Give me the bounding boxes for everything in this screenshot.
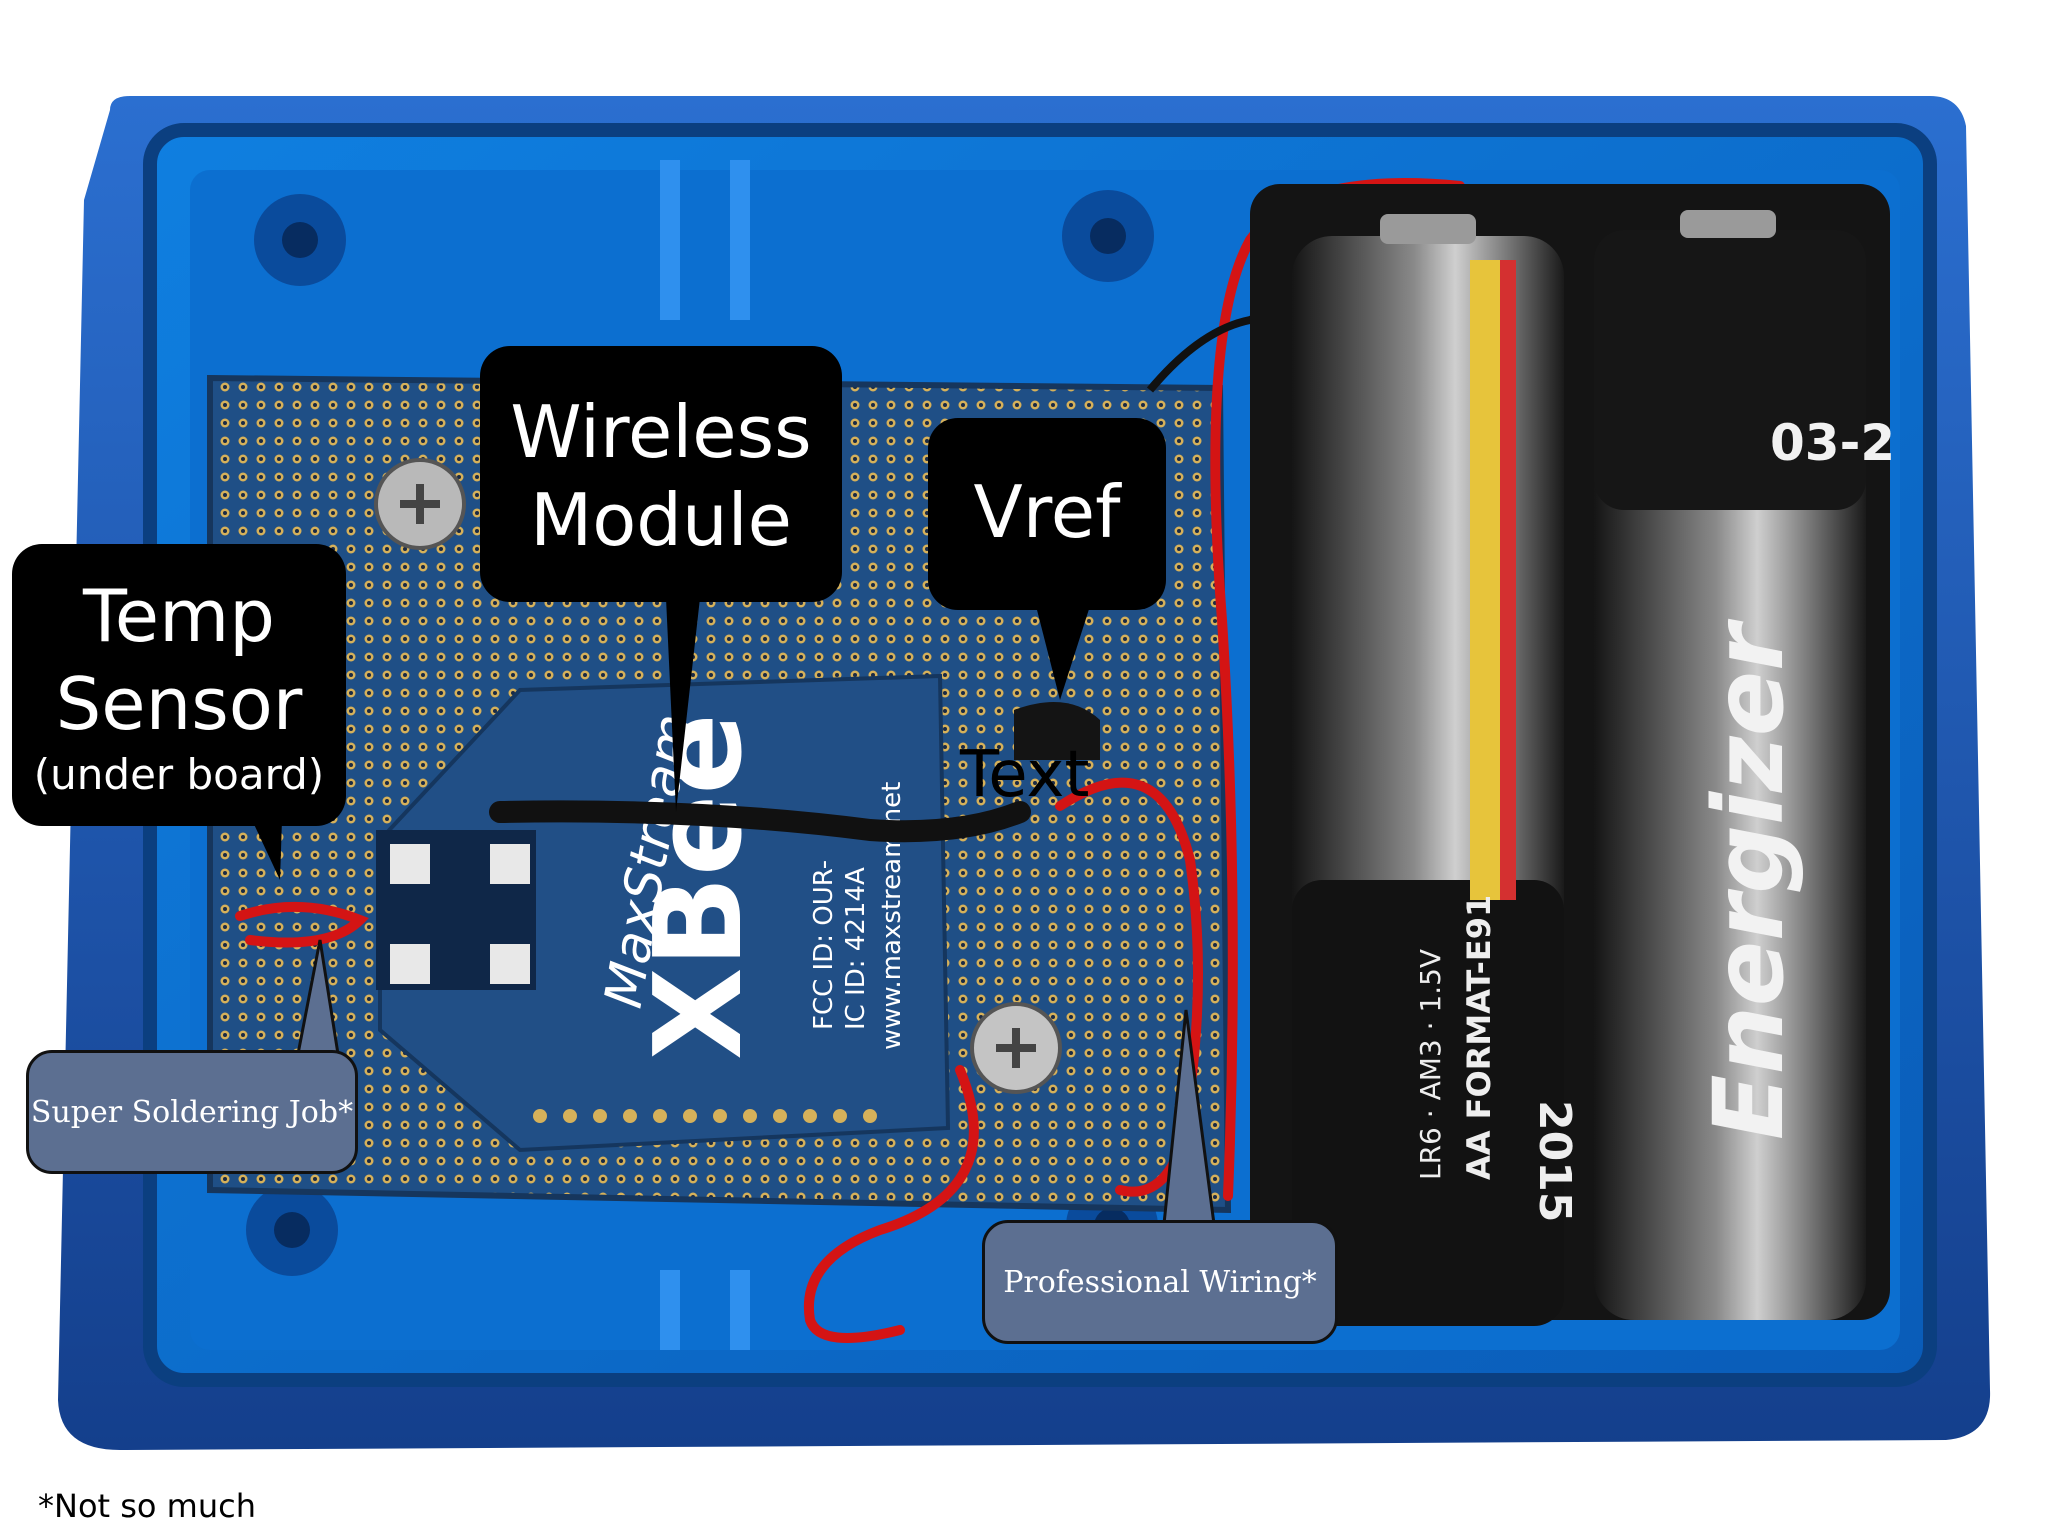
temp-sensor-line2: Sensor	[55, 662, 303, 746]
battery-right: Energizer 03-2	[1594, 210, 1895, 1320]
footnote: *Not so much	[38, 1487, 256, 1525]
soldering-callout: Super Soldering Job*	[26, 1050, 358, 1174]
soldering-label: Super Soldering Job*	[30, 1094, 354, 1130]
battery-year-text: 2015	[1529, 1100, 1580, 1222]
battery-brand-text: Energizer	[1693, 618, 1805, 1140]
xbee-logo: XBee	[630, 713, 769, 1060]
wiring-callout: Professional Wiring*	[982, 1220, 1338, 1344]
wireless-module-line1: Wireless	[510, 390, 812, 474]
battery-type-text: AA FORMAT-E91	[1460, 895, 1498, 1180]
vref-label: Vref	[973, 470, 1121, 554]
battery-left: AA FORMAT-E91 LR6 · AM3 · 1.5V 2015	[1292, 214, 1580, 1326]
overlay-text-label: Text	[960, 738, 1090, 812]
wiring-label: Professional Wiring*	[1003, 1264, 1317, 1300]
wireless-module-line2: Module	[530, 478, 792, 562]
vref-callout: Vref	[928, 418, 1166, 610]
battery-spec-text: LR6 · AM3 · 1.5V	[1414, 949, 1447, 1180]
callout-pointers	[252, 598, 1216, 1226]
battery-date-text: 03-2	[1770, 414, 1895, 472]
wireless-module-callout: Wireless Module	[480, 346, 842, 602]
temp-sensor-callout: Temp Sensor (under board)	[12, 544, 346, 826]
ic-id-text: IC ID: 4214A	[841, 867, 871, 1030]
xbee-module: XBee MaxStream FCC ID: OUR- IC ID: 4214A…	[376, 673, 951, 1153]
fcc-id-text: FCC ID: OUR-	[809, 860, 839, 1030]
temp-sensor-line1: Temp	[83, 574, 275, 658]
temp-sensor-note: (under board)	[33, 750, 325, 799]
vref-transistor	[1014, 702, 1100, 760]
antenna-wire	[489, 800, 1031, 843]
